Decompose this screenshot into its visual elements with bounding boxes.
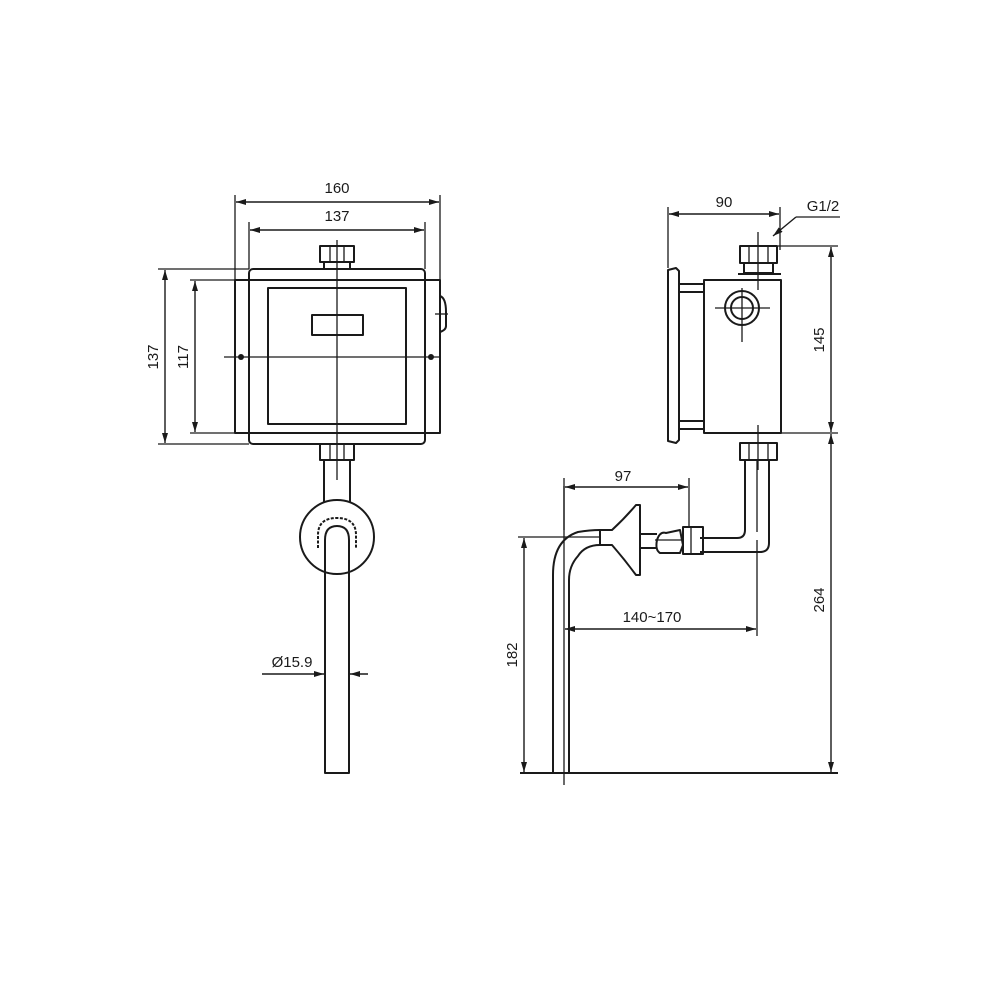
- dim-height-inner: 117: [175, 345, 192, 369]
- front-view: 160 137 137 117 Ø15.9: [145, 180, 448, 774]
- side-knob: [439, 295, 447, 333]
- thread-spec: G1/2: [807, 198, 840, 215]
- dim-depth: 90: [716, 194, 733, 211]
- dim-pipe-diameter: Ø15.9: [272, 654, 313, 671]
- dim-horizontal-adjust: 140~170: [623, 609, 682, 626]
- elbow-pipe: [700, 460, 746, 539]
- bottom-nut: [319, 443, 355, 461]
- union-nut: [682, 526, 704, 555]
- dim-width-outer: 160: [324, 180, 349, 197]
- dim-width-inner: 137: [324, 208, 349, 225]
- outlet-pipe: [552, 529, 601, 773]
- dim-flange-offset: 97: [615, 468, 632, 485]
- dim-body-height: 145: [811, 327, 828, 352]
- down-pipe: [324, 525, 350, 774]
- escutcheon: [299, 499, 375, 575]
- dim-height-outer: 137: [145, 344, 162, 369]
- dim-outlet-drop: 182: [504, 642, 521, 667]
- side-view: 90 G1/2 145 264 97 140~170 182: [504, 194, 840, 785]
- bell-flange: [599, 504, 641, 576]
- wall-flange: [667, 267, 680, 444]
- dim-total-drop: 264: [811, 587, 828, 612]
- side-body: [703, 279, 782, 434]
